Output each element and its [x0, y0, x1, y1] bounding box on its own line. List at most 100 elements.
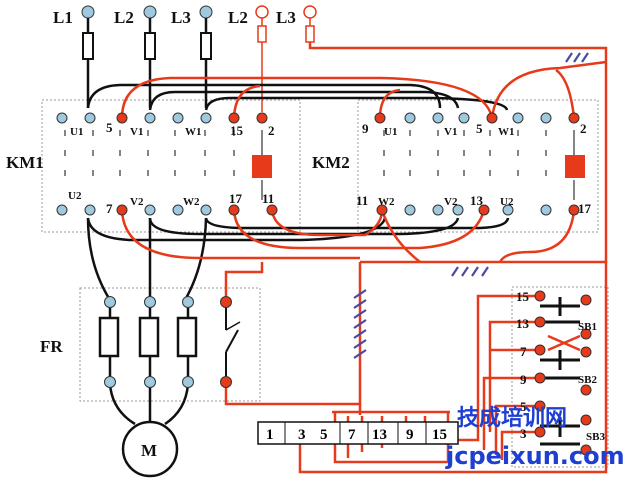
km1-top-terminal — [116, 112, 128, 124]
sb-terminal — [580, 294, 592, 306]
fr-terminal — [182, 296, 194, 308]
km2-bottom-label: 11 — [356, 193, 368, 208]
cable-bundle-marks — [353, 52, 589, 359]
km2-top-terminal — [404, 112, 416, 124]
label-l2-control: L2 — [228, 8, 248, 27]
km2-top-terminal — [540, 112, 552, 124]
km1-bottom-label: 17 — [229, 191, 243, 206]
km1-box — [41, 99, 301, 233]
km1-top-label: 15 — [230, 123, 244, 138]
km2-contactor: KM2 9 U1 V1 5 W1 2 11 W2 V2 13 U2 17 — [312, 112, 592, 216]
switch-panel: 15 13 7 9 5 3 SB1 SB2 SB3 — [516, 289, 605, 456]
sb-number: 9 — [520, 372, 527, 387]
sb-terminal — [534, 344, 546, 356]
km2-top-terminal — [374, 112, 386, 124]
sb-number: 5 — [520, 399, 527, 414]
km2-coil — [565, 155, 585, 178]
sb-terminal — [534, 316, 546, 328]
km2-top-terminal — [568, 112, 580, 124]
km1-contact-switches — [64, 130, 263, 200]
sb-terminal — [534, 400, 546, 412]
l2-control-terminal — [255, 5, 269, 19]
label-l3-control: L3 — [276, 8, 296, 27]
l3-fuse — [200, 32, 212, 60]
km2-bottom-terminal — [432, 204, 444, 216]
km1-bottom-terminal — [228, 204, 240, 216]
sb-terminal — [580, 328, 592, 340]
fr-terminal — [104, 296, 116, 308]
km1-bottom-terminal — [266, 204, 278, 216]
label-l2: L2 — [114, 8, 134, 27]
l3-terminal — [199, 5, 213, 19]
km1-bottom-terminal — [84, 204, 96, 216]
terminal-13: 13 — [372, 427, 387, 443]
km2-top-label: 5 — [476, 121, 483, 136]
l2-fuse — [144, 32, 156, 60]
km2-bottom-terminal — [478, 204, 490, 216]
km1-top-label: W1 — [185, 126, 202, 138]
km2-box — [357, 99, 599, 233]
sb-terminal — [534, 372, 546, 384]
fr-terminal — [144, 296, 156, 308]
km2-label: KM2 — [312, 153, 350, 172]
km1-bottom-label: 7 — [106, 201, 113, 216]
km2-bottom-label: 17 — [578, 201, 592, 216]
km1-bottom-terminal — [172, 204, 184, 216]
km1-bottom-terminal — [144, 204, 156, 216]
km2-bottom-terminal — [376, 204, 388, 216]
km1-top-terminal — [256, 112, 268, 124]
km1-label: KM1 — [6, 153, 44, 172]
supply-labels: L1 L2 L3 L2 L3 — [53, 8, 296, 27]
sb2-label: SB2 — [578, 374, 597, 386]
sb-terminal — [580, 444, 592, 456]
km2-top-label: 9 — [362, 121, 369, 136]
sb-terminal — [534, 290, 546, 302]
km2-top-label: W1 — [498, 126, 515, 138]
km2-bottom-terminal — [502, 204, 514, 216]
km2-top-label: V1 — [444, 126, 457, 138]
km2-top-label: 2 — [580, 121, 587, 136]
sb-number: 3 — [520, 426, 527, 441]
km1-top-terminal — [172, 112, 184, 124]
km1-bottom-label: V2 — [130, 196, 144, 208]
fr-terminal — [144, 376, 156, 388]
km2-bottom-label: W2 — [378, 196, 395, 208]
km1-top-label: 5 — [106, 120, 113, 135]
sb-terminal — [580, 384, 592, 396]
supply-lines — [81, 5, 608, 262]
terminal-5: 5 — [320, 427, 328, 443]
km1-coil — [252, 155, 272, 178]
watermark-url: jcpeixun.com — [445, 442, 625, 470]
l1-terminal — [81, 5, 95, 19]
km2-bottom-terminal — [568, 204, 580, 216]
km2-bottom-label: 13 — [470, 193, 484, 208]
km1-top-terminal — [200, 112, 212, 124]
motor-label: M — [141, 441, 157, 460]
km1-bottom-terminal — [200, 204, 212, 216]
sb3-label: SB3 — [586, 431, 605, 443]
km1-bottom-terminal — [56, 204, 68, 216]
sb-terminal — [580, 414, 592, 426]
km1-top-terminal — [144, 112, 156, 124]
terminal-9: 9 — [406, 427, 414, 443]
km1-top-terminal — [56, 112, 68, 124]
km2-top-terminal — [486, 112, 498, 124]
l2-terminal — [143, 5, 157, 19]
motor: M — [121, 420, 179, 478]
fr-terminal — [220, 376, 232, 388]
km1-contactor: KM1 U1 5 V1 W1 15 2 U2 7 V2 W2 17 11 — [6, 112, 278, 216]
sb-terminal — [580, 346, 592, 358]
fr-thermal-relay: FR — [40, 296, 241, 426]
km1-top-label: 2 — [268, 123, 275, 138]
terminal-15: 15 — [432, 427, 447, 443]
sb-number: 15 — [516, 289, 530, 304]
terminal-block: 1 3 5 7 13 9 15 — [257, 421, 459, 445]
sb1-label: SB1 — [578, 321, 597, 333]
km1-bottom-label: W2 — [183, 196, 200, 208]
km2-top-terminal — [512, 112, 524, 124]
watermark: 技成培训网 jcpeixun.com — [445, 405, 625, 470]
km1-top-terminal — [228, 112, 240, 124]
km2-top-terminal — [458, 112, 470, 124]
km2-bottom-terminal — [540, 204, 552, 216]
